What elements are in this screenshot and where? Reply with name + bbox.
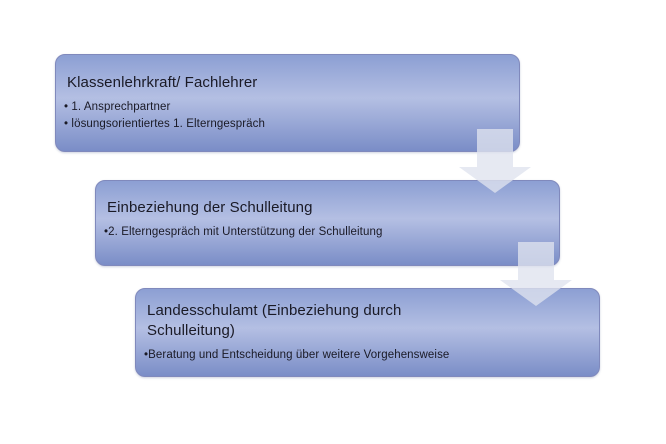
- step-2-title: Einbeziehung der Schulleitung: [107, 199, 313, 216]
- step-1-bullet-2: • lösungsorientiertes 1. Elterngespräch: [64, 118, 265, 130]
- step-2-bullet-1: •2. Elterngespräch mit Unterstützung der…: [104, 226, 383, 238]
- down-arrow-2: [500, 242, 572, 306]
- step-1-bullets: • 1. Ansprechpartner • lösungsorientiert…: [56, 99, 519, 133]
- process-step-1: Klassenlehrkraft/ Fachlehrer • 1. Anspre…: [55, 54, 520, 152]
- down-arrow-1: [459, 129, 531, 193]
- step-3-title: Landesschulamt (Einbeziehung durch Schul…: [147, 302, 402, 339]
- process-step-2: Einbeziehung der Schulleitung •2. Eltern…: [95, 180, 560, 266]
- step-3-bullet-1: •Beratung und Entscheidung über weitere …: [144, 349, 450, 361]
- step-2-bullets: •2. Elterngespräch mit Unterstützung der…: [96, 224, 559, 241]
- step-3-bullets: •Beratung und Entscheidung über weitere …: [136, 347, 599, 364]
- process-step-3: Landesschulamt (Einbeziehung durch Schul…: [135, 288, 600, 377]
- step-1-title: Klassenlehrkraft/ Fachlehrer: [67, 74, 258, 91]
- step-1-bullet-1: • 1. Ansprechpartner: [64, 101, 171, 113]
